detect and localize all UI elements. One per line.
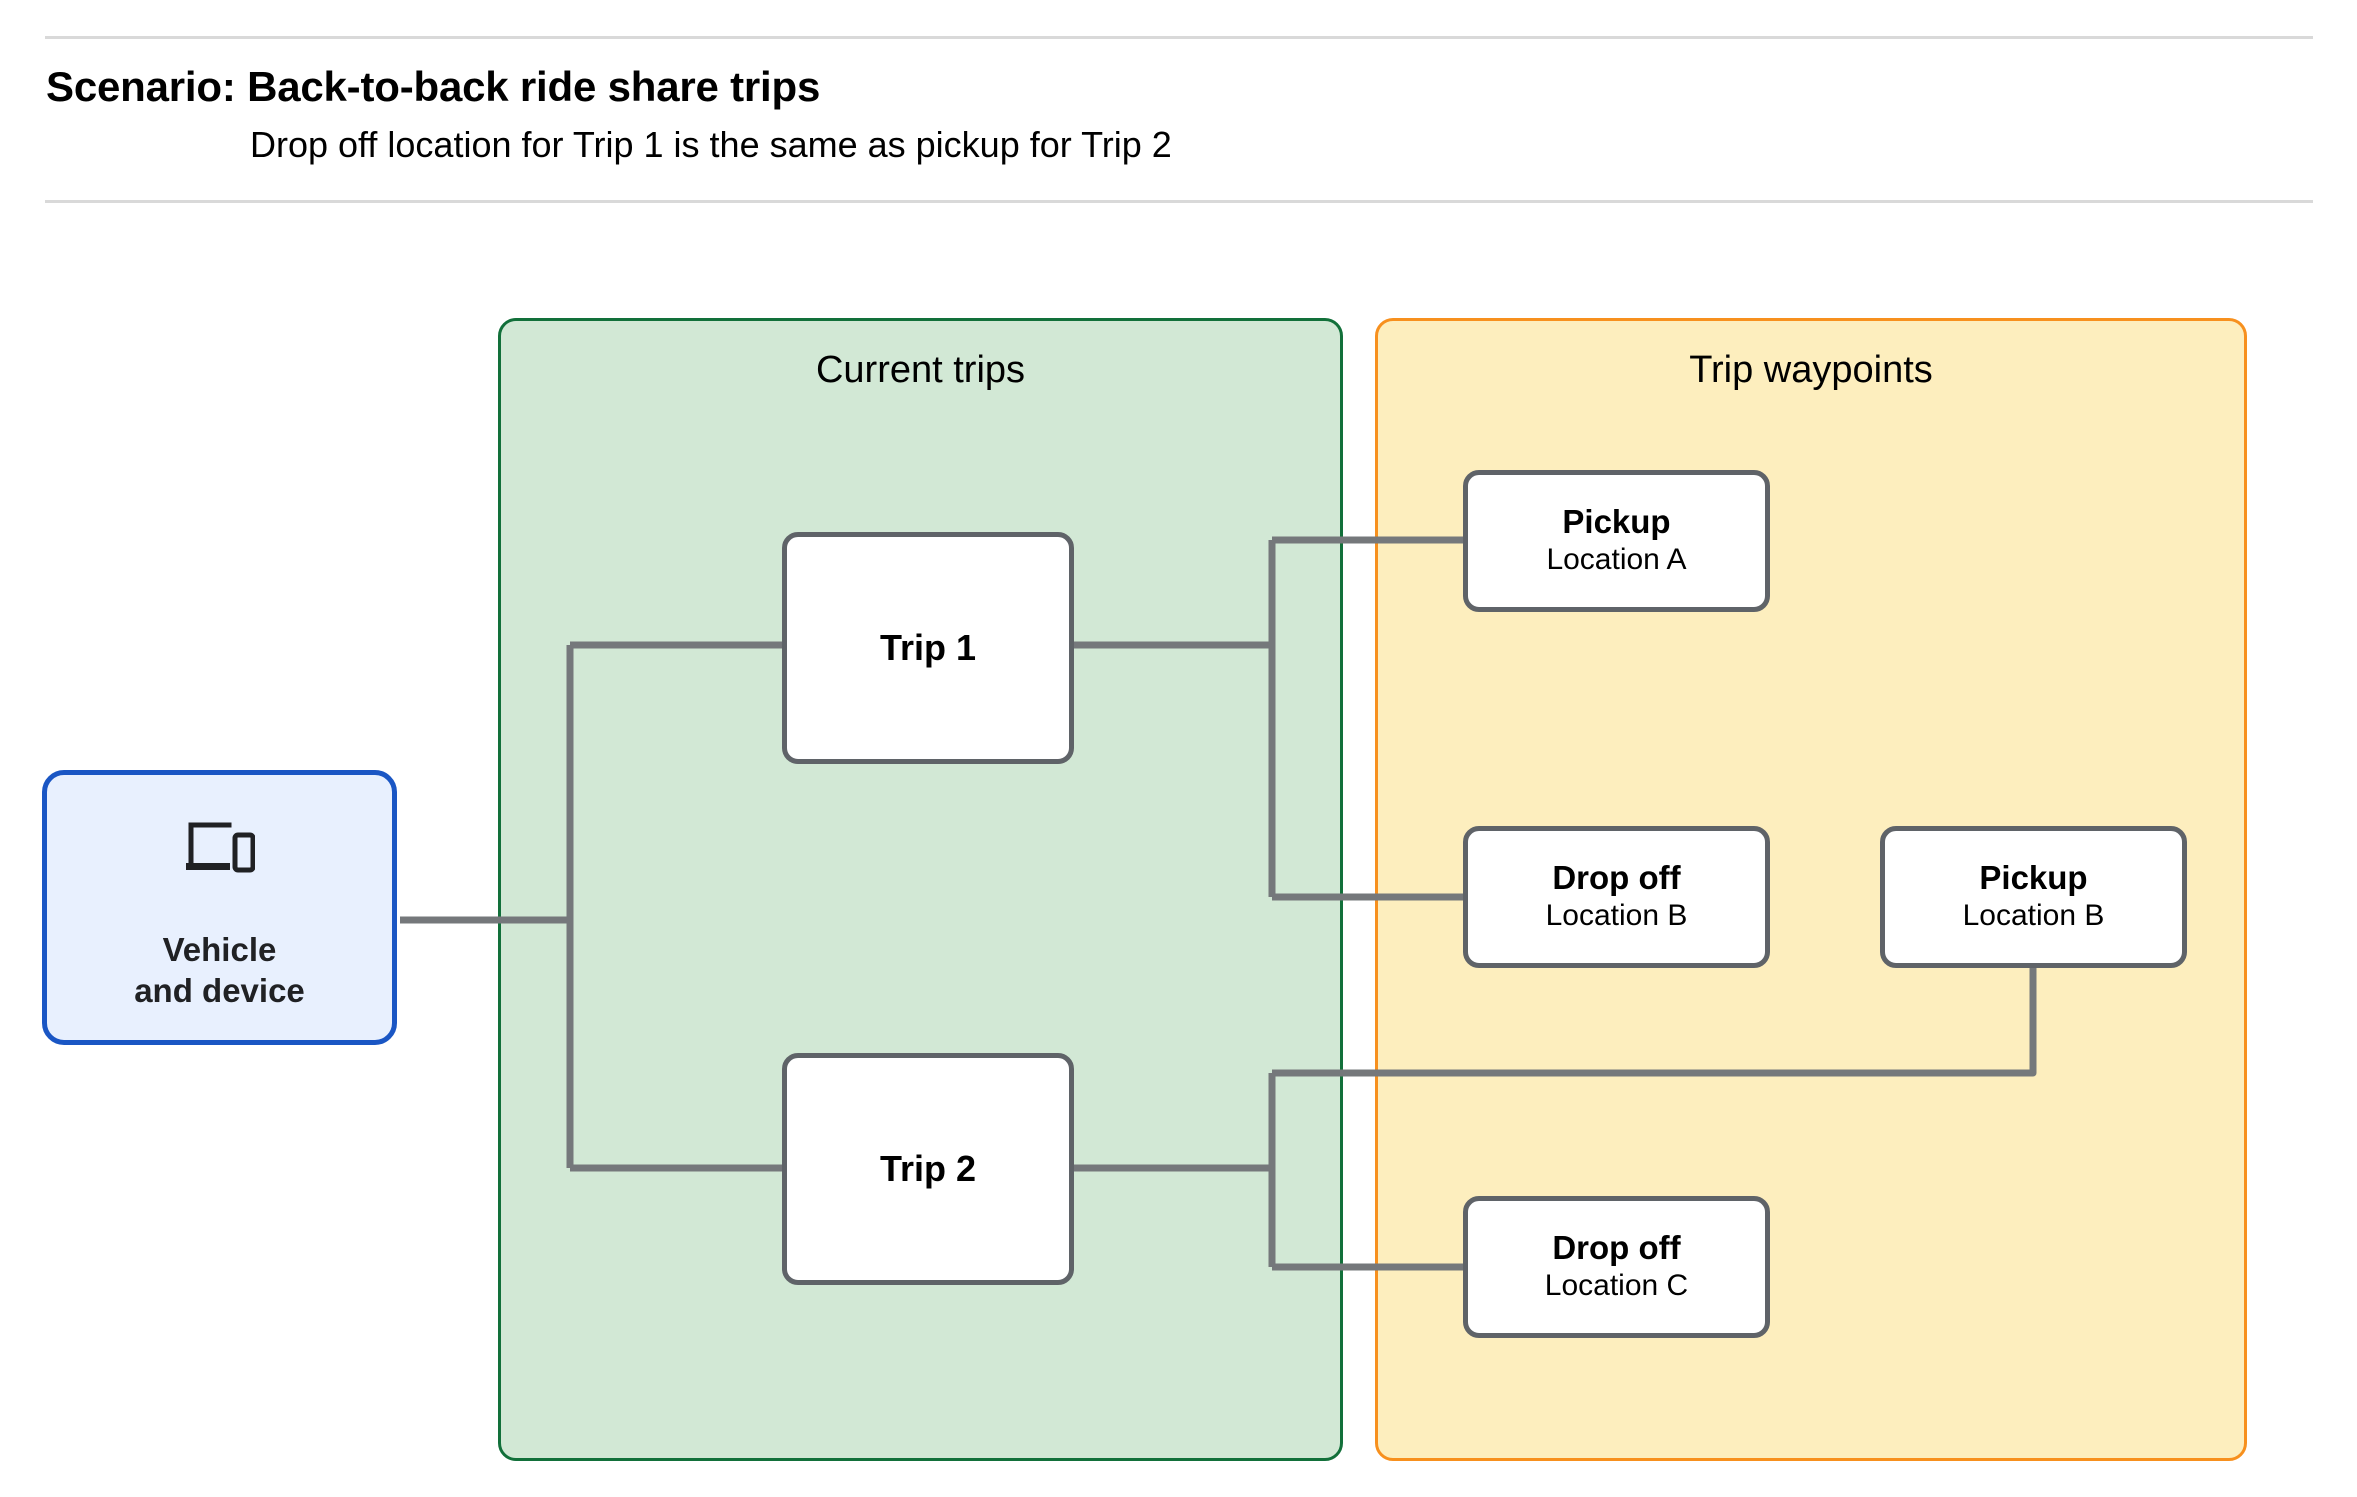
page-subtitle: Drop off location for Trip 1 is the same… bbox=[250, 124, 1172, 165]
header-band: Scenario: Back-to-back ride share trips … bbox=[0, 0, 2357, 205]
waypoint-pickup-a-node[interactable]: Pickup Location A bbox=[1463, 470, 1770, 612]
trip-1-node[interactable]: Trip 1 bbox=[782, 532, 1074, 764]
lane-trip-waypoints-title: Trip waypoints bbox=[1689, 349, 1933, 391]
trip-1-label: Trip 1 bbox=[879, 626, 977, 668]
waypoint-pickup-b-title: Pickup bbox=[1979, 859, 2088, 897]
waypoint-pickup-a-title: Pickup bbox=[1562, 503, 1671, 541]
header-divider-top bbox=[45, 36, 2313, 39]
waypoint-dropoff-c-location: Location C bbox=[1544, 1269, 1689, 1303]
waypoint-dropoff-c-node[interactable]: Drop off Location C bbox=[1463, 1196, 1770, 1338]
trip-2-node[interactable]: Trip 2 bbox=[782, 1053, 1074, 1285]
waypoint-dropoff-b-location: Location B bbox=[1545, 899, 1688, 933]
waypoint-dropoff-c-title: Drop off bbox=[1552, 1229, 1681, 1267]
lane-current-trips-title: Current trips bbox=[815, 349, 1026, 391]
waypoint-pickup-b-node[interactable]: Pickup Location B bbox=[1880, 826, 2187, 968]
trip-2-label: Trip 2 bbox=[879, 1147, 977, 1189]
header-divider-bottom bbox=[45, 200, 2313, 203]
waypoint-pickup-a-location: Location A bbox=[1546, 543, 1687, 577]
lane-current-trips: Current trips bbox=[498, 318, 1343, 1461]
waypoint-pickup-b-location: Location B bbox=[1962, 899, 2105, 933]
waypoint-dropoff-b-node[interactable]: Drop off Location B bbox=[1463, 826, 1770, 968]
vehicle-and-device-node[interactable]: Vehicle and device bbox=[42, 770, 397, 1045]
page-title: Scenario: Back-to-back ride share trips bbox=[46, 63, 821, 110]
devices-laptop-phone-icon bbox=[185, 819, 255, 877]
vehicle-and-device-label: Vehicle and device bbox=[134, 931, 305, 1010]
waypoint-dropoff-b-title: Drop off bbox=[1552, 859, 1681, 897]
